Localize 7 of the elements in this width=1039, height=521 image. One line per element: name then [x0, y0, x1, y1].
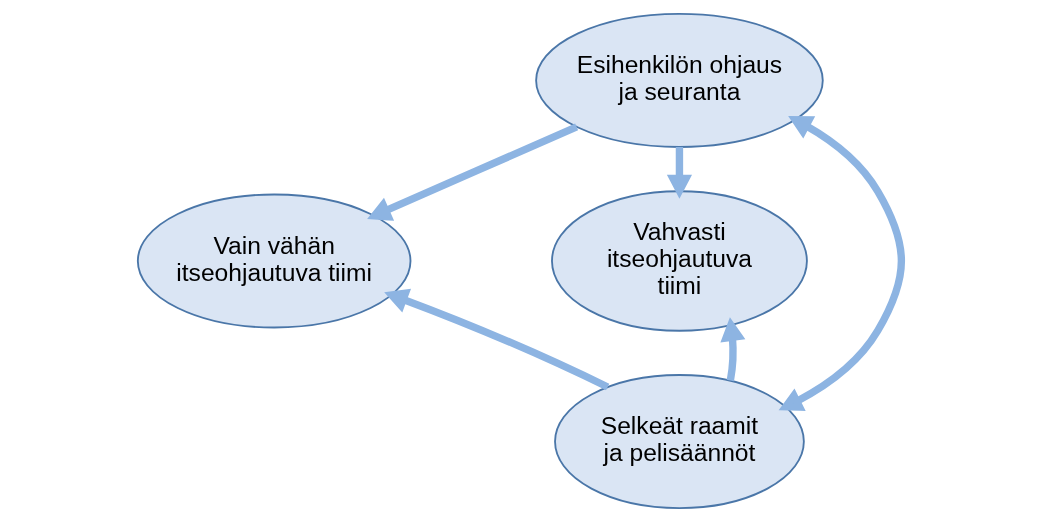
arrow [778, 115, 906, 411]
arrow [384, 288, 610, 390]
arrow [720, 316, 746, 381]
arrow [367, 122, 579, 221]
node-ellipse: Vahvasti itseohjautuva tiimi [551, 189, 808, 332]
node-ellipse: Esihenkilön ohjaus ja seuranta [535, 12, 824, 148]
arrow [666, 146, 693, 199]
